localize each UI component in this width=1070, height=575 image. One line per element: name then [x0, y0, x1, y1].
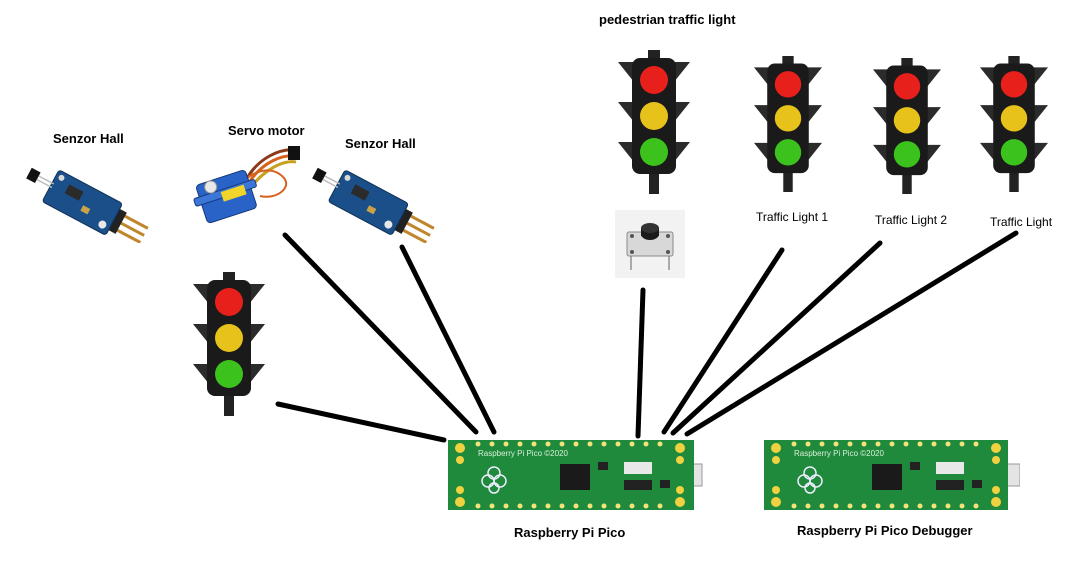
red-lamp	[640, 66, 668, 94]
label-traffic-light-2: Traffic Light 2	[875, 213, 948, 227]
label-traffic-light-3: Traffic Light	[990, 215, 1053, 229]
wire-traffic-light-1	[661, 247, 785, 435]
green-lamp	[893, 141, 921, 168]
red-lamp	[893, 73, 921, 100]
green-lamp	[1000, 139, 1028, 166]
traffic-light-2	[873, 58, 941, 194]
label-pedestrian: pedestrian traffic light	[599, 12, 736, 27]
hall-sensor-left	[26, 167, 149, 243]
label-hall-right: Senzor Hall	[345, 136, 416, 151]
yellow-lamp	[215, 324, 243, 352]
servo-motor	[193, 146, 300, 224]
yellow-lamp	[774, 105, 802, 132]
green-lamp	[640, 138, 668, 166]
svg-text:Raspberry Pi Pico ©2020: Raspberry Pi Pico ©2020	[794, 449, 884, 458]
yellow-lamp	[640, 102, 668, 130]
wire-traffic-light-3	[684, 230, 1019, 437]
traffic-light-1	[754, 56, 822, 192]
red-lamp	[215, 288, 243, 316]
label-traffic-light-1: Traffic Light 1	[756, 210, 829, 224]
wire-side-traffic-light	[275, 401, 447, 443]
push-button	[615, 210, 685, 278]
wire-traffic-light-2	[670, 240, 883, 436]
red-lamp	[1000, 71, 1028, 98]
traffic-light-pedestrian	[618, 50, 690, 194]
label-debugger: Raspberry Pi Pico Debugger	[797, 523, 973, 538]
green-lamp	[215, 360, 243, 388]
label-hall-left: Senzor Hall	[53, 131, 124, 146]
svg-text:Raspberry Pi Pico ©2020: Raspberry Pi Pico ©2020	[478, 449, 568, 458]
raspberry-pi-pico-board: Raspberry Pi Pico ©2020	[448, 440, 704, 510]
label-pico: Raspberry Pi Pico	[514, 525, 626, 540]
wire-button	[635, 287, 646, 439]
yellow-lamp	[1000, 105, 1028, 132]
traffic-light-side	[193, 272, 265, 416]
label-servo: Servo motor	[228, 123, 305, 138]
wire-hall-right	[399, 244, 497, 435]
traffic-light-3	[980, 56, 1048, 192]
red-lamp	[774, 71, 802, 98]
raspberry-pi-pico-debugger-board: Raspberry Pi Pico ©2020	[764, 440, 1021, 510]
hall-sensor-right	[312, 167, 435, 243]
wire-servo	[282, 232, 479, 435]
green-lamp	[774, 139, 802, 166]
yellow-lamp	[893, 107, 921, 134]
